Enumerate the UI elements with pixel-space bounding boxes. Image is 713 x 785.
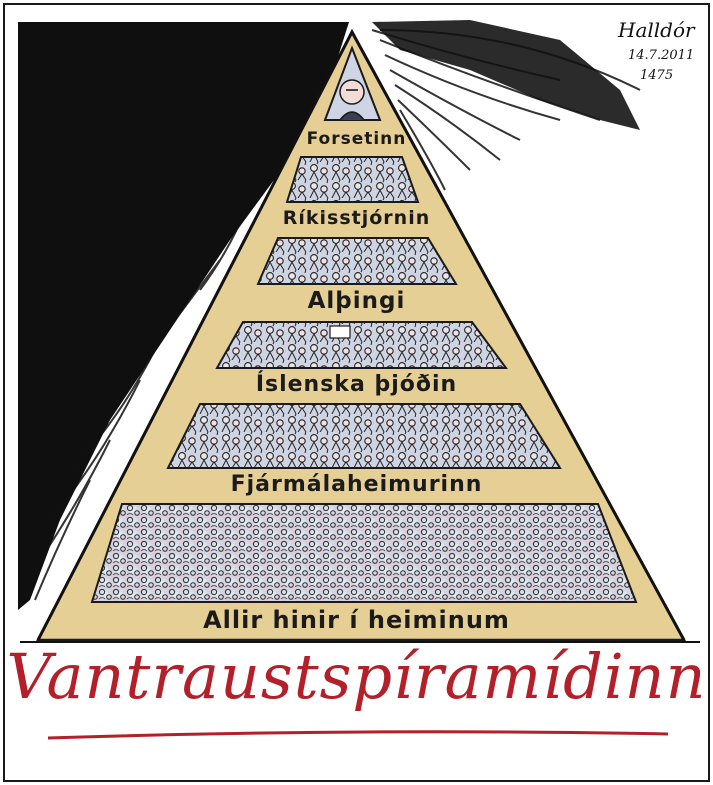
tier-label-parliament: Alþingi [307, 288, 406, 314]
tier-window-parliament [256, 237, 458, 285]
pyramid-outline [36, 28, 686, 641]
tier-window-president [323, 45, 382, 121]
cartoon-title: Vantraustspíramídinn [6, 640, 707, 713]
signature-number: 1475 [640, 68, 674, 83]
tier-window-government [285, 156, 420, 203]
tier-label-nation: Íslenska þjóðin [255, 372, 458, 397]
tier-window-everyone [90, 503, 638, 603]
dark-sky-hatching [18, 20, 641, 610]
tier-label-finance: Fjármálaheimurinn [230, 472, 483, 497]
tier-label-government: Ríkisstjórnin [282, 207, 431, 229]
signature-date: 14.7.2011 [628, 48, 695, 63]
tier-window-finance [166, 403, 562, 469]
title-underline [47, 730, 669, 740]
tier-label-everyone: Allir hinir í heiminum [203, 606, 510, 634]
artist-signature: Halldór [618, 18, 695, 42]
tier-label-president: Forsetinn [306, 129, 407, 149]
tier-window-nation [215, 321, 508, 369]
